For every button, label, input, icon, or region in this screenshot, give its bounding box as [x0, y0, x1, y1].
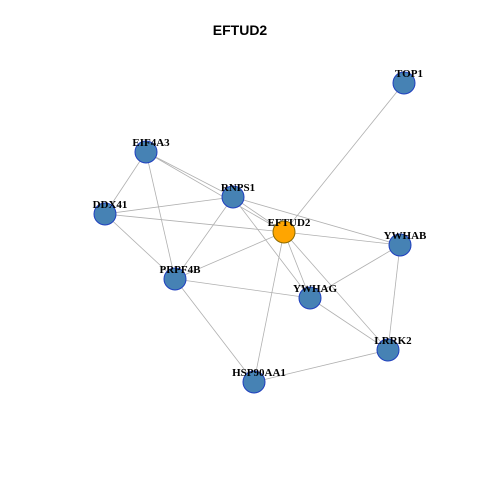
node-circle: [242, 370, 266, 394]
edge-rnps1-ywhag: [232, 196, 311, 299]
edge-eif4a3-ddx41: [104, 151, 147, 215]
node-circle: [221, 185, 245, 209]
edge-ywhab-lrrk2: [387, 244, 401, 351]
node-circle: [163, 267, 187, 291]
edge-eftud2-ywhag: [283, 231, 311, 299]
node-label: PRPF4B: [160, 264, 202, 276]
edge-ddx41-prpf4b: [104, 213, 176, 280]
node-circle: [388, 233, 412, 257]
edge-prpf4b-hsp90aa1: [174, 278, 255, 383]
node-label: YWHAB: [384, 230, 427, 242]
figure-title: EFTUD2: [212, 22, 268, 38]
node-label: RNPS1: [221, 182, 255, 194]
node-circle: [272, 220, 296, 244]
node-label: LRRK2: [374, 335, 412, 347]
node-label: EIF4A3: [132, 137, 170, 149]
node-label: TOP1: [395, 68, 423, 80]
node-ywhab: YWHAB: [384, 230, 427, 257]
node-ddx41: DDX41: [93, 199, 128, 226]
edge-eif4a3-prpf4b: [145, 151, 176, 280]
node-top1: TOP1: [392, 68, 423, 95]
node-prpf4b: PRPF4B: [160, 264, 202, 291]
node-circle: [376, 338, 400, 362]
edge-rnps1-prpf4b: [174, 196, 234, 280]
edge-ywhag-lrrk2: [309, 297, 389, 351]
node-label: HSP90AA1: [232, 367, 286, 379]
node-circle: [392, 71, 416, 95]
edge-layer: [104, 82, 405, 383]
edge-top1-eftud2: [283, 82, 405, 233]
node-eif4a3: EIF4A3: [132, 137, 170, 164]
edge-prpf4b-ywhag: [174, 278, 311, 299]
node-circle: [298, 286, 322, 310]
node-label: YWHAG: [293, 283, 337, 295]
node-rnps1: RNPS1: [221, 182, 255, 209]
node-hsp90aa1: HSP90AA1: [232, 367, 286, 394]
node-label: DDX41: [93, 199, 128, 211]
edge-eif4a3-rnps1: [145, 151, 234, 198]
edge-rnps1-ywhab: [232, 196, 401, 246]
edge-eftud2-prpf4b: [174, 231, 285, 280]
edge-lrrk2-hsp90aa1: [253, 349, 389, 383]
node-lrrk2: LRRK2: [374, 335, 412, 362]
edge-ddx41-eftud2: [104, 213, 285, 233]
edge-eftud2-lrrk2: [283, 231, 389, 351]
node-eftud2: EFTUD2: [268, 217, 311, 244]
edge-eftud2-hsp90aa1: [253, 231, 285, 383]
edge-rnps1-ddx41: [104, 196, 234, 215]
edge-eif4a3-eftud2: [145, 151, 285, 233]
edge-eftud2-ywhab: [283, 231, 401, 246]
node-circle: [93, 202, 117, 226]
edge-ywhab-ywhag: [309, 244, 401, 299]
node-circle: [134, 140, 158, 164]
node-label: EFTUD2: [268, 217, 311, 229]
node-ywhag: YWHAG: [293, 283, 337, 310]
